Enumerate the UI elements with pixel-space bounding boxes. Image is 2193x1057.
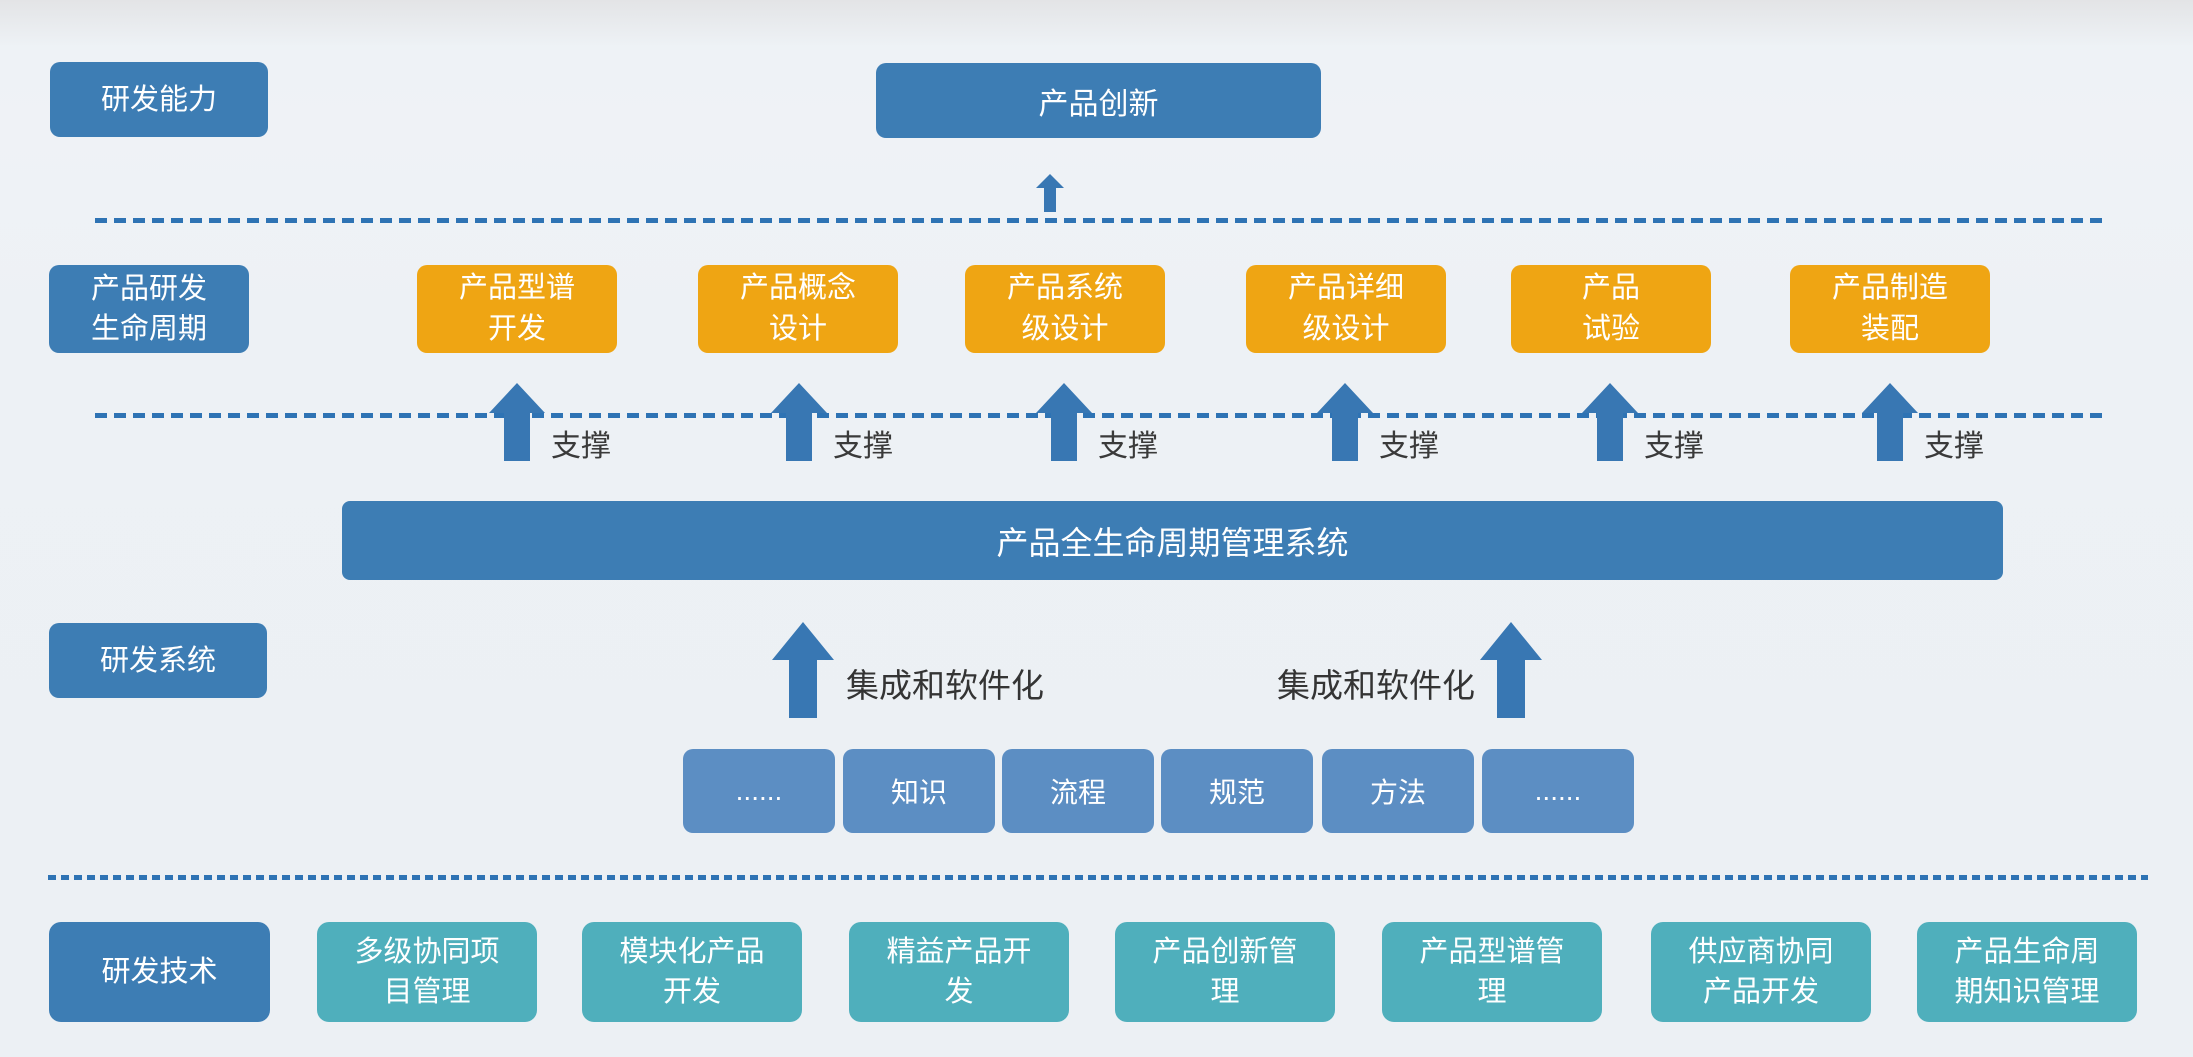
product-innovation-box: 产品创新: [876, 63, 1321, 138]
element-box-standard: 规范: [1161, 749, 1313, 833]
support-text: 支撑: [1379, 430, 1439, 463]
integration-arrow-icon: [772, 622, 834, 718]
integration-text: 集成和软件化: [1277, 667, 1475, 704]
tech-box-lifecycle-knowledge-mgmt: 产品生命周 期知识管理: [1917, 922, 2137, 1022]
support-arrow-icon: [489, 383, 545, 461]
stage-box-product-test: 产品 试验: [1511, 265, 1711, 353]
support-text: 支撑: [1924, 430, 1984, 463]
support-text: 支撑: [833, 430, 893, 463]
tech-box-multilevel-project-mgmt: 多级协同项 目管理: [317, 922, 537, 1022]
support-text: 支撑: [551, 430, 611, 463]
system-label-box: 研发系统: [49, 623, 267, 698]
tech-box-lean-product-dev: 精益产品开 发: [849, 922, 1069, 1022]
stage-box-system-design: 产品系统 级设计: [965, 265, 1165, 353]
support-arrow-icon: [1317, 383, 1373, 461]
support-arrow-icon: [1036, 383, 1092, 461]
tech-box-innovation-mgmt: 产品创新管 理: [1115, 922, 1335, 1022]
stage-box-manufacture-assembly: 产品制造 装配: [1790, 265, 1990, 353]
tech-box-spectrum-mgmt: 产品型谱管 理: [1382, 922, 1602, 1022]
support-arrow-icon: [1582, 383, 1638, 461]
support-text: 支撑: [1644, 430, 1704, 463]
element-box-method: 方法: [1322, 749, 1474, 833]
stage-box-detailed-design: 产品详细 级设计: [1246, 265, 1446, 353]
plm-system-bar: 产品全生命周期管理系统: [342, 501, 2003, 580]
capability-label-box: 研发能力: [50, 62, 268, 137]
lifecycle-label-box: 产品研发 生命周期: [49, 265, 249, 353]
tech-box-supplier-collab-dev: 供应商协同 产品开发: [1651, 922, 1871, 1022]
support-text: 支撑: [1098, 430, 1158, 463]
element-box-knowledge: 知识: [843, 749, 995, 833]
divider-dotted-bottom: [48, 875, 2148, 880]
tech-box-modular-product-dev: 模块化产品 开发: [582, 922, 802, 1022]
technology-label-box: 研发技术: [49, 922, 270, 1022]
element-box-ellipsis: ......: [683, 749, 835, 833]
stage-box-concept-design: 产品概念 设计: [698, 265, 898, 353]
element-box-ellipsis: ......: [1482, 749, 1634, 833]
support-arrow-icon: [1862, 383, 1918, 461]
stage-box-spectrum-development: 产品型谱 开发: [417, 265, 617, 353]
integration-arrow-icon: [1480, 622, 1542, 718]
element-box-process: 流程: [1002, 749, 1154, 833]
divider-dashed-top: [95, 218, 2103, 223]
up-arrow-icon: [1036, 174, 1064, 212]
support-arrow-icon: [771, 383, 827, 461]
divider-dashed-middle: [95, 413, 2103, 418]
integration-text: 集成和软件化: [846, 667, 1044, 704]
